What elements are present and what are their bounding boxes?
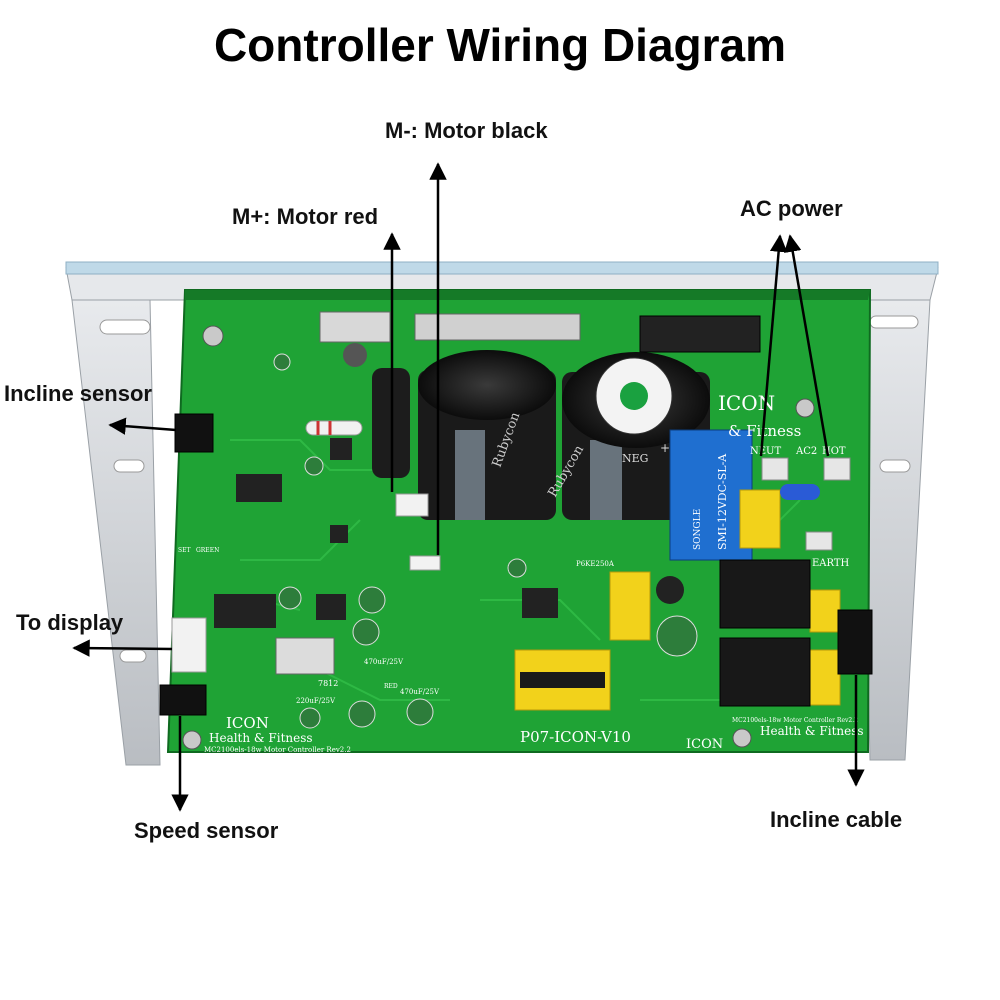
brand-left-label: ICON	[226, 714, 269, 732]
capacitor-right: +105°C NEG Rubycon	[545, 352, 710, 520]
brand-left-sub-label: Health & Fitness	[209, 731, 313, 745]
label-to-display: To display	[16, 610, 124, 635]
label-speed-sensor: Speed sensor	[134, 818, 279, 843]
arrow-incline-sensor	[108, 417, 177, 435]
label-incline-cable: Incline cable	[770, 807, 903, 832]
relay-model-label: SMI-12VDC-SL-A	[716, 453, 729, 550]
brand-right-label: ICON	[686, 737, 723, 752]
reg-7812-label: 7812	[318, 679, 338, 688]
red-label: RED	[384, 683, 398, 690]
arrow-ac-power-1	[759, 234, 788, 457]
cap-rating-b-label: 220uF/25V	[296, 697, 336, 705]
terminal-neut-label: NEUT	[750, 446, 781, 457]
label-incline-sensor: Incline sensor	[4, 381, 152, 406]
pcb-board: Rubycon +105°C NEG Rubycon SMI-12VDC-SL-…	[159, 289, 873, 754]
green-label: GREEN	[196, 547, 219, 554]
chip-p6ke-label: P6KE250A	[576, 560, 615, 568]
arrow-ac-power-2	[784, 234, 830, 457]
capacitor-left: Rubycon	[418, 350, 556, 520]
terminal-earth-label: EARTH	[812, 558, 850, 569]
cap-rating-c-label: 470uF/25V	[400, 688, 440, 696]
rev-right-label: MC2100els-18w Motor Controller Rev2.2	[732, 717, 858, 724]
model-label: P07-ICON-V10	[520, 728, 631, 746]
diagram-title: Controller Wiring Diagram	[213, 19, 787, 71]
terminal-ac2-label: AC2	[795, 446, 817, 457]
terminal-hot-label: HOT	[822, 446, 846, 457]
brand-top-sub-label: & Fitness	[728, 422, 801, 440]
cap-rating-a-label: 470uF/25V	[364, 658, 404, 666]
label-motor-red: M+: Motor red	[232, 204, 379, 229]
cap-neg-label: NEG	[622, 452, 648, 465]
brand-right-sub-label: Health & Fitness	[760, 724, 864, 738]
label-motor-black: M-: Motor black	[385, 118, 548, 143]
relay-brand-label: SONGLE	[693, 509, 703, 550]
arrow-to-display	[72, 639, 173, 657]
rev-left-label: MC2100els-18w Motor Controller Rev2.2	[204, 746, 351, 754]
relay-blue: SMI-12VDC-SL-A SONGLE	[669, 429, 753, 561]
set-label: SET	[178, 547, 191, 554]
label-ac-power: AC power	[740, 196, 843, 221]
callout-arrows	[72, 162, 865, 812]
